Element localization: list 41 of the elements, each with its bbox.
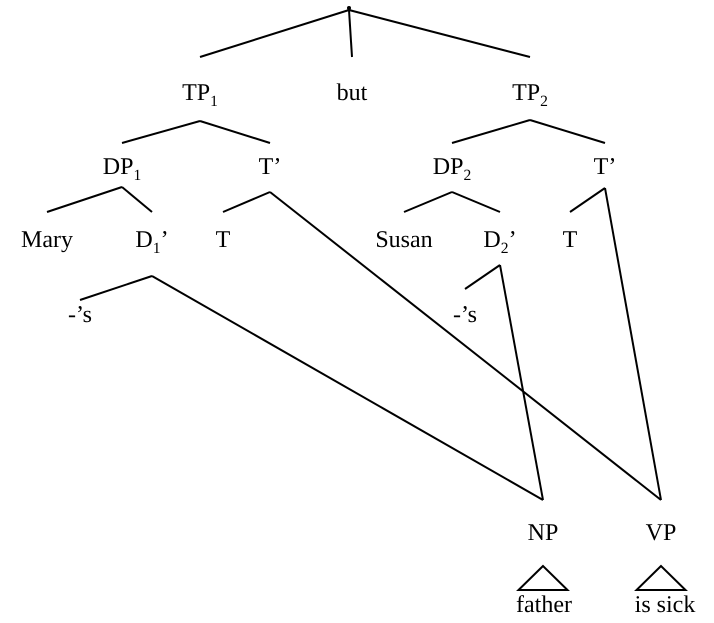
branch-line [200,9,350,58]
node-label: TP$_{2}$ [512,79,548,107]
branch-line [404,191,452,213]
node-label: DP$_{1}$ [102,153,142,181]
node-label: father [516,591,572,619]
branch-line [222,191,270,213]
roof-triangle [516,565,568,591]
node-label: -’s [68,301,92,329]
branch-line [604,188,662,500]
branch-line [80,275,152,301]
branch-line [46,186,122,213]
roof-triangle [634,565,686,591]
node-label: T’ [258,153,282,181]
node-label: D$_{2}$’ [483,226,517,254]
node-label: VP [646,519,676,547]
node-label: but [336,79,368,107]
branch-line [121,186,153,213]
branch-line [569,187,606,213]
branch-line [464,264,501,290]
branch-line [269,191,662,501]
node-label: is sick [634,591,696,619]
branch-line [200,120,270,144]
node-label: DP$_{2}$ [432,153,472,181]
node-label: D$_{1}$’ [135,226,169,254]
node-label: Susan [375,226,433,254]
branch-line [152,275,544,501]
branch-line [452,119,530,144]
branch-line [122,120,200,144]
node-label: T [216,226,230,254]
node-label: T [562,226,578,254]
node-label: Mary [21,226,73,254]
node-label: NP [528,519,558,547]
node-label: TP$_{1}$ [182,79,218,107]
node-label: T’ [594,153,616,181]
branch-line [348,9,530,58]
branch-line [530,119,606,144]
junction-point [347,6,351,10]
branch-line [452,191,500,213]
node-label: -’s [453,301,477,329]
branch-line [348,10,353,58]
branch-line [499,264,544,500]
